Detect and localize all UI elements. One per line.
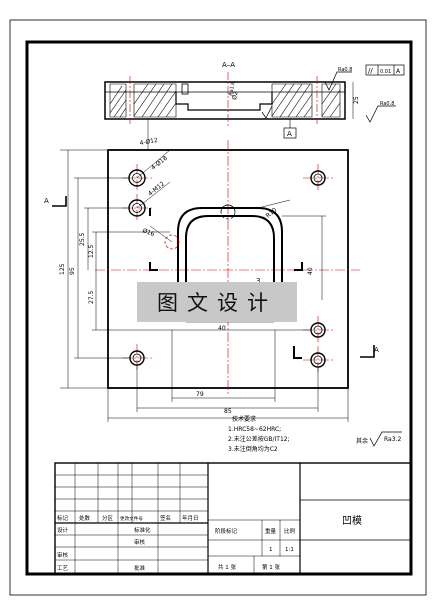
tb-sheets-total: 共 1 张 xyxy=(218,563,236,571)
datum-label: A xyxy=(287,130,292,138)
dim-h3: 12.5 xyxy=(88,244,95,258)
tolerance-symbol: // xyxy=(368,67,373,75)
dim-section-height: 25 xyxy=(353,96,360,104)
roughness-rest-symbol xyxy=(369,431,402,447)
dim-h1: 95 xyxy=(69,267,76,275)
tech-item-2: 2.未注公差按GB/IT12; xyxy=(228,435,290,443)
die-cavity xyxy=(164,204,283,300)
tech-requirements: 技术要求 1.HRC58~62HRC; 2.未注公差按GB/IT12; 3.未注… xyxy=(228,415,290,453)
roughness-rest-label: 其余 xyxy=(356,437,368,445)
dim-counterbore: 4-Ø12 xyxy=(139,137,158,147)
tb-header-date: 年月日 xyxy=(182,514,199,522)
roughness-top xyxy=(324,71,352,91)
dim-h2: 25.5 xyxy=(79,232,86,246)
plan-view: A A xyxy=(44,119,379,422)
title-block-text: 标记 处数 分区 更改文件号 签名 年月日 设计 审核 工艺 标准化 审核 批准… xyxy=(57,514,362,572)
title-block xyxy=(54,462,412,575)
tb-header-sign: 签名 xyxy=(160,514,171,522)
tb-row-design: 设计 xyxy=(57,526,69,534)
tech-title: 技术要求 xyxy=(232,415,256,423)
watermark-text: 图文设计 xyxy=(157,291,277,315)
section-view xyxy=(104,72,346,126)
dim-overall-height: 125 xyxy=(59,263,66,275)
tb-part-name: 凹模 xyxy=(342,515,362,527)
section-arrow-right: A xyxy=(374,346,379,354)
tb-weight-value: 1 xyxy=(269,547,273,553)
roughness-hole xyxy=(261,105,273,119)
roughness-side-value: Ra0.8 xyxy=(380,101,394,107)
tb-role-std: 标准化 xyxy=(134,526,151,534)
tb-header-mark: 标记 xyxy=(57,514,69,522)
dim-section-center: Ø2 xyxy=(231,91,239,101)
watermark-banner: 图文设计 xyxy=(137,282,297,322)
screw-hole-tr xyxy=(310,170,326,186)
tb-stage-scale: 比例 xyxy=(284,527,296,535)
tolerance-value: 0.01 xyxy=(380,69,391,75)
dim-hole-left: Ø16 xyxy=(141,227,155,238)
dim-holes-2: 4-M12 xyxy=(147,180,166,197)
roughness-rest-value: Ra3.2 xyxy=(384,436,401,443)
roughness-top-value: Ra0.8 xyxy=(338,67,352,73)
tolerance-datum: A xyxy=(396,68,401,75)
dim-center-mark: 3 xyxy=(256,277,260,285)
roughness-hole-value: Ra1.6 xyxy=(228,81,236,96)
dim-inner-height: 40 xyxy=(307,267,314,275)
tb-stage-weight: 重量 xyxy=(265,527,277,535)
dim-h4: 27.5 xyxy=(88,290,95,304)
dim-inner-width: 40 xyxy=(218,325,226,332)
section-label: A–A xyxy=(222,61,235,69)
section-arrow-left: A xyxy=(44,197,49,205)
tb-stage-mark: 阶段标记 xyxy=(215,527,238,535)
tb-sheet-no: 第 1 张 xyxy=(262,563,280,571)
screw-hole-br xyxy=(310,352,326,368)
tech-item-1: 1.HRC58~62HRC; xyxy=(228,426,281,433)
dowel-hole-r xyxy=(310,322,326,338)
tech-item-3: 3.未注倒角均为C2 xyxy=(228,445,278,453)
datum-box xyxy=(283,127,297,139)
tolerance-frame: // 0.01 A xyxy=(365,64,405,76)
roughness-side xyxy=(365,105,396,123)
dim-overall-width: 85 xyxy=(224,408,232,415)
tb-scale-value: 1:1 xyxy=(285,547,294,553)
tb-row-check: 审核 xyxy=(57,551,69,559)
tb-role-review: 审核 xyxy=(134,538,146,546)
dim-holes-1: 4-Ø18 xyxy=(150,155,169,172)
dim-w1: 79 xyxy=(196,391,204,398)
tb-header-docno: 更改文件号 xyxy=(120,515,143,522)
tb-header-zone: 分区 xyxy=(102,514,114,522)
tb-header-count: 处数 xyxy=(79,514,91,522)
tb-row-process: 工艺 xyxy=(57,565,69,572)
outer-border xyxy=(9,19,427,596)
tb-role-approve: 批准 xyxy=(134,564,146,572)
